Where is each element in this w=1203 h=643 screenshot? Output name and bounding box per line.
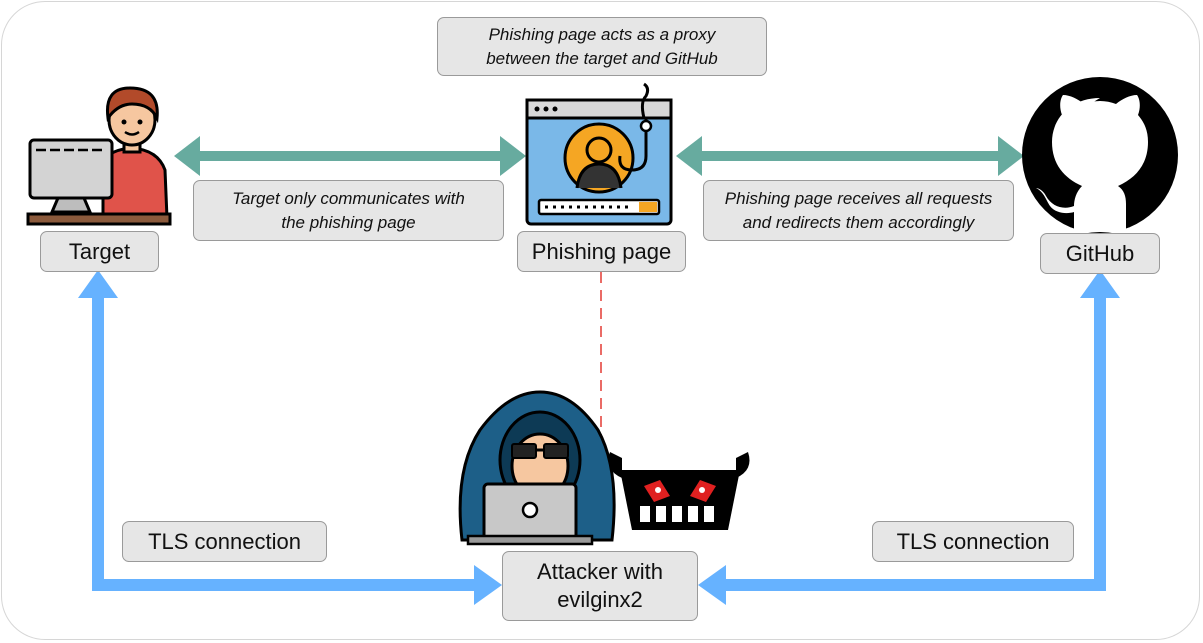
green-arrow-phishing-github — [676, 136, 1024, 176]
green-arrow-target-phishing — [174, 136, 526, 176]
tls-label-right: TLS connection — [872, 521, 1074, 562]
target-person-icon — [26, 86, 172, 226]
target-label: Target — [40, 231, 159, 272]
github-logo-icon — [1022, 77, 1178, 233]
hacker-icon — [458, 390, 616, 546]
attacker-label: Attacker with evilginx2 — [502, 551, 698, 621]
proxy-note: Phishing page acts as a proxy between th… — [437, 17, 767, 76]
github-label: GitHub — [1040, 233, 1160, 274]
redirect-note: Phishing page receives all requests and … — [703, 180, 1014, 241]
phishing-page-icon — [525, 82, 673, 226]
tls-arrow-left — [78, 270, 502, 605]
phishing-page-label: Phishing page — [517, 231, 686, 272]
evilginx-robot-icon — [608, 452, 750, 530]
target-communication-note: Target only communicates with the phishi… — [193, 180, 504, 241]
tls-label-left: TLS connection — [122, 521, 327, 562]
tls-arrow-right — [698, 270, 1120, 605]
